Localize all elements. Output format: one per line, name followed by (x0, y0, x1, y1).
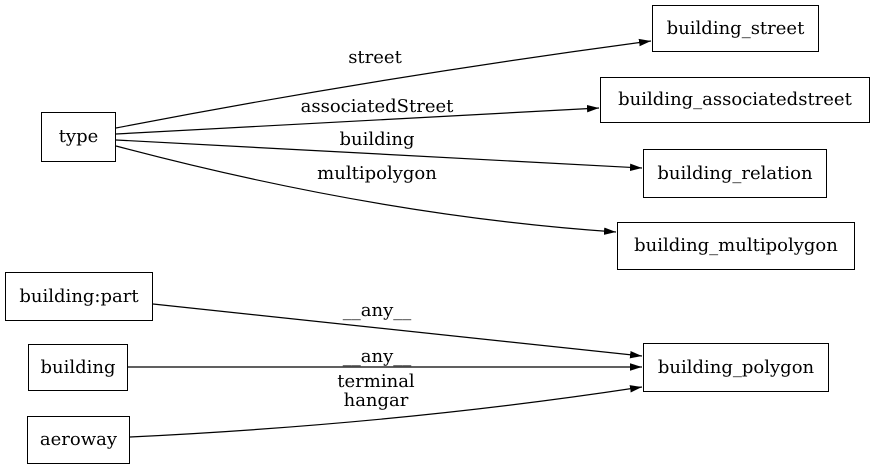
node-type: type (41, 112, 116, 162)
edge-type-building-associatedstreet (115, 104, 600, 135)
edge-label-street: street (348, 47, 402, 68)
node-building: building (28, 344, 128, 391)
node-building-polygon: building_polygon (643, 343, 829, 392)
edge-label-any-building: __any__ (342, 346, 412, 367)
edge-label-building: building (339, 129, 415, 150)
edge-type-building-relation (115, 139, 643, 172)
node-building-multipolygon: building_multipolygon (617, 222, 855, 270)
edge-type-building-multipolygon (115, 145, 617, 235)
edge-label-any-buildingpart: __any__ (342, 300, 412, 321)
edge-buildingpart-building-polygon (152, 303, 643, 359)
node-aeroway: aeroway (27, 416, 130, 464)
edge-label-hangar: hangar (343, 390, 409, 411)
edge-label-terminal: terminal (337, 371, 415, 392)
node-building-associatedstreet: building_associatedstreet (600, 77, 870, 123)
node-building-part: building:part (5, 272, 153, 321)
edge-label-multipolygon: multipolygon (317, 163, 437, 184)
edge-type-building-street (115, 38, 652, 129)
edge-aeroway-building-polygon (129, 385, 643, 438)
node-building-street: building_street (652, 5, 819, 52)
edge-label-associatedstreet: associatedStreet (300, 96, 454, 117)
node-building-relation: building_relation (643, 149, 827, 198)
